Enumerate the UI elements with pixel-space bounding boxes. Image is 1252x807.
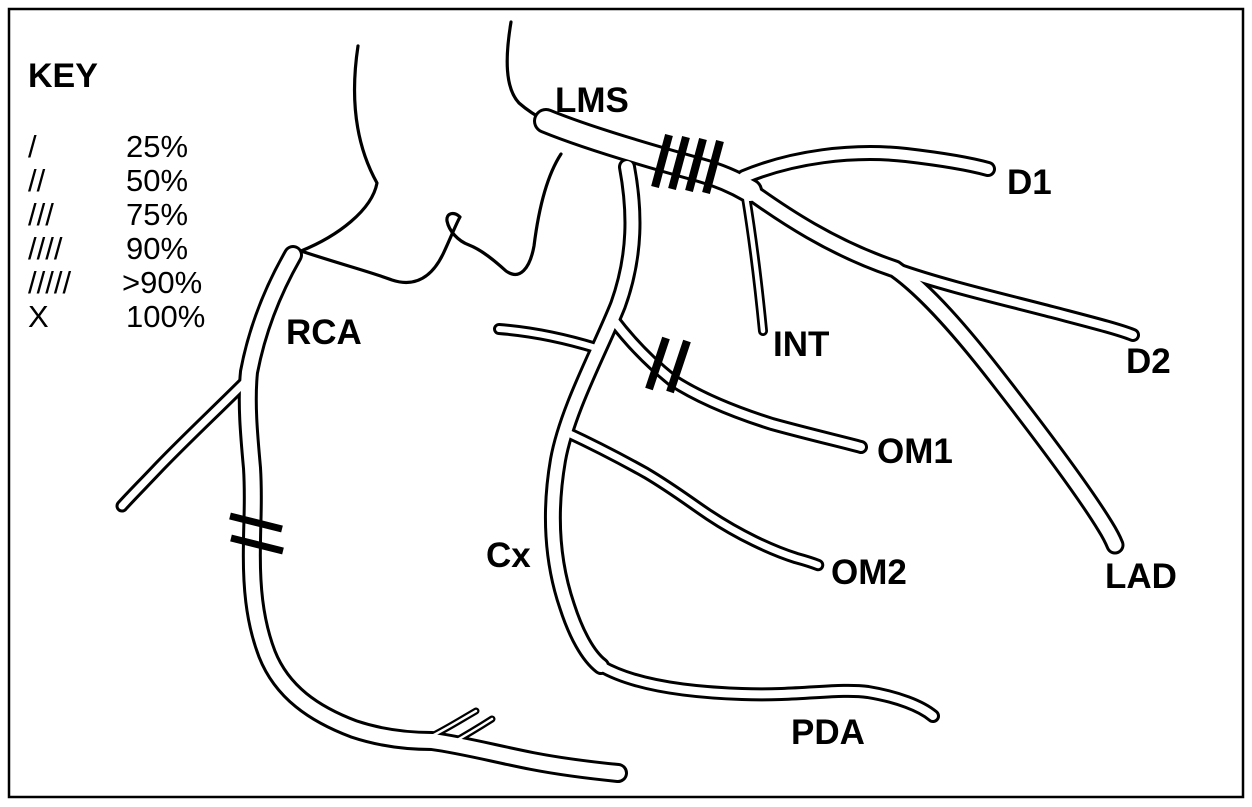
stenosis-marks xyxy=(229,133,724,555)
lms-stenosis-mark-3 xyxy=(685,137,707,193)
key-row-4-value: 90% xyxy=(126,231,188,266)
key-legend: KEY / 25% // 50% /// 75% //// 90% ///// … xyxy=(28,57,205,334)
lms-stenosis-mark-4 xyxy=(702,139,724,195)
key-row-3-symbol: /// xyxy=(28,197,54,232)
label-pda: PDA xyxy=(791,713,865,752)
key-row-3-value: 75% xyxy=(126,197,188,232)
key-row-6-value: 100% xyxy=(126,299,205,334)
label-rca: RCA xyxy=(286,313,362,352)
label-om1: OM1 xyxy=(877,432,953,471)
lms-stenosis-mark-1 xyxy=(651,133,673,189)
key-row-5-symbol: ///// xyxy=(28,265,71,300)
key-row-5-value: >90% xyxy=(122,265,202,300)
lms-stenosis-mark-2 xyxy=(668,135,690,191)
label-lms: LMS xyxy=(555,81,629,120)
label-cx: Cx xyxy=(486,536,531,575)
key-row-6-symbol: X xyxy=(28,299,49,334)
label-om2: OM2 xyxy=(831,553,907,592)
label-int: INT xyxy=(773,325,829,364)
aortic-sinus-outline xyxy=(299,152,563,285)
label-d2: D2 xyxy=(1126,342,1171,381)
om1-stenosis-mark-1 xyxy=(645,336,670,391)
key-row-4-symbol: //// xyxy=(28,231,63,266)
key-row-1-symbol: / xyxy=(28,129,37,164)
rca-stenosis-mark-2 xyxy=(230,534,284,555)
label-d1: D1 xyxy=(1007,163,1052,202)
om1-stenosis-mark-2 xyxy=(666,339,691,394)
key-row-1-value: 25% xyxy=(126,129,188,164)
key-row-2-symbol: // xyxy=(28,163,46,198)
aorta-left-edge xyxy=(299,44,379,253)
key-title: KEY xyxy=(28,57,98,95)
key-row-2-value: 50% xyxy=(126,163,188,198)
rca-stenosis-mark-1 xyxy=(229,512,283,533)
artery-labels: LMS D1 D2 INT OM1 OM2 LAD Cx RCA PDA xyxy=(286,81,1177,752)
label-lad: LAD xyxy=(1105,557,1177,596)
